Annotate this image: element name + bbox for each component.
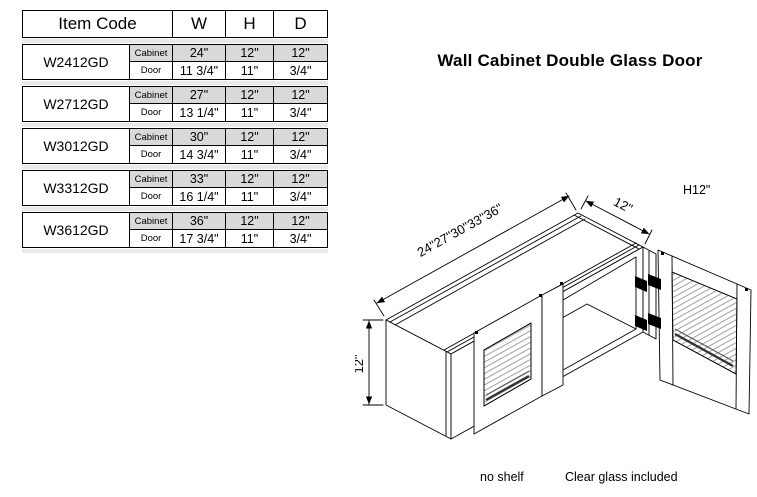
door-d: 3/4" bbox=[289, 231, 312, 246]
door-row-label: Door bbox=[130, 230, 173, 247]
depth-dimension-label: 12" bbox=[611, 194, 635, 216]
cabinet-h: 12" bbox=[226, 171, 274, 188]
door-h: 11" bbox=[226, 104, 274, 121]
cabinet-body bbox=[385, 212, 657, 440]
height-dimension-label: 12" bbox=[355, 354, 366, 373]
cabinet-w: 27" bbox=[173, 87, 226, 104]
table-row-group: W3012GD Cabinet 30" 12" 12" Door 14 3/4"… bbox=[22, 128, 328, 164]
cabinet-row-label: Cabinet bbox=[130, 87, 173, 104]
door-d: 3/4" bbox=[289, 147, 312, 162]
header-h: H bbox=[226, 11, 274, 37]
door-d: 3/4" bbox=[289, 189, 312, 204]
door-h: 11" bbox=[226, 188, 274, 205]
door-h: 11" bbox=[226, 62, 274, 79]
item-code-cell: W2412GD bbox=[23, 45, 130, 79]
door-w: 11 3/4" bbox=[173, 62, 226, 79]
cabinet-h: 12" bbox=[226, 45, 274, 62]
table-row-group: W3312GD Cabinet 33" 12" 12" Door 16 1/4"… bbox=[22, 170, 328, 206]
table-separator bbox=[22, 249, 328, 253]
cabinet-d: 12" bbox=[274, 213, 327, 230]
door-d: 3/4" bbox=[289, 105, 312, 120]
hinge-bottom bbox=[635, 313, 661, 331]
page-title: Wall Cabinet Double Glass Door bbox=[437, 51, 703, 70]
spec-table-header: Item Code W H D bbox=[22, 10, 328, 38]
door-d: 3/4" bbox=[289, 63, 312, 78]
cabinet-d: 12" bbox=[274, 45, 327, 62]
cabinet-isometric-drawing: 24"27"30"33"36" 12" 12" H12" bbox=[355, 168, 757, 463]
table-row-group: W3612GD Cabinet 36" 12" 12" Door 17 3/4"… bbox=[22, 212, 328, 248]
door-row-label: Door bbox=[130, 146, 173, 163]
item-code-cell: W3312GD bbox=[23, 171, 130, 205]
center-stile bbox=[541, 283, 564, 397]
cabinet-w: 36" bbox=[173, 213, 226, 230]
spec-table: Item Code W H D W2412GD Cabinet 24" 12" … bbox=[22, 10, 328, 254]
table-separator bbox=[22, 165, 328, 169]
table-separator bbox=[22, 207, 328, 211]
table-separator bbox=[22, 123, 328, 127]
cabinet-h: 12" bbox=[226, 87, 274, 104]
table-row-group: W2712GD Cabinet 27" 12" 12" Door 13 1/4"… bbox=[22, 86, 328, 122]
height-note-label: H12" bbox=[683, 183, 710, 197]
door-w: 17 3/4" bbox=[173, 230, 226, 247]
open-glass-door bbox=[657, 249, 752, 415]
closed-door-glass-panel bbox=[483, 322, 532, 407]
item-code-cell: W3012GD bbox=[23, 129, 130, 163]
table-separator bbox=[22, 81, 328, 85]
width-dimension-label: 24"27"30"33"36" bbox=[414, 200, 505, 260]
table-row-group: W2412GD Cabinet 24" 12" 12" Door 11 3/4"… bbox=[22, 44, 328, 80]
cabinet-row-label: Cabinet bbox=[130, 171, 173, 188]
door-w: 13 1/4" bbox=[173, 104, 226, 121]
door-h: 11" bbox=[226, 146, 274, 163]
cabinet-h: 12" bbox=[226, 213, 274, 230]
glass-note: Clear glass included bbox=[565, 470, 678, 484]
cabinet-w: 33" bbox=[173, 171, 226, 188]
cabinet-d: 12" bbox=[274, 87, 327, 104]
header-w: W bbox=[173, 11, 226, 37]
hinge-top bbox=[635, 274, 661, 292]
cabinet-row-label: Cabinet bbox=[130, 45, 173, 62]
door-row-label: Door bbox=[130, 188, 173, 205]
cabinet-w: 24" bbox=[173, 45, 226, 62]
table-separator bbox=[22, 39, 328, 43]
shelf-note: no shelf bbox=[480, 470, 524, 484]
item-code-cell: W3612GD bbox=[23, 213, 130, 247]
header-d: D bbox=[294, 14, 307, 33]
cabinet-row-label: Cabinet bbox=[130, 129, 173, 146]
door-h: 11" bbox=[226, 230, 274, 247]
cabinet-w: 30" bbox=[173, 129, 226, 146]
open-door-glass-panel bbox=[671, 271, 738, 375]
cabinet-row-label: Cabinet bbox=[130, 213, 173, 230]
item-code-cell: W2712GD bbox=[23, 87, 130, 121]
height-dimension: 12" bbox=[355, 319, 384, 406]
door-row-label: Door bbox=[130, 104, 173, 121]
door-w: 14 3/4" bbox=[173, 146, 226, 163]
door-row-label: Door bbox=[130, 62, 173, 79]
header-item-code: Item Code bbox=[23, 11, 173, 37]
cabinet-h: 12" bbox=[226, 129, 274, 146]
door-w: 16 1/4" bbox=[173, 188, 226, 205]
cabinet-d: 12" bbox=[274, 129, 327, 146]
cabinet-d: 12" bbox=[274, 171, 327, 188]
